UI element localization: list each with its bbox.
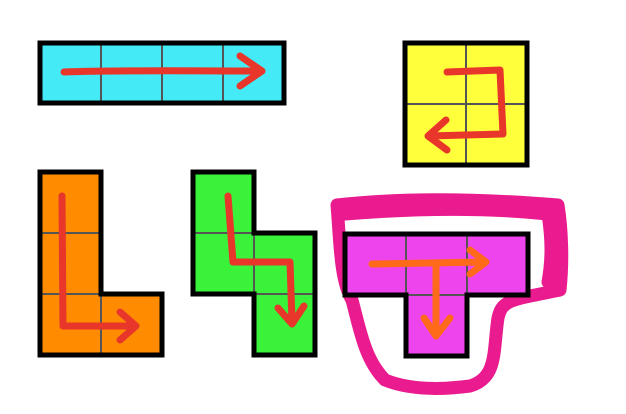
down-right-down-arrow <box>224 192 308 328</box>
highlight-scribble-inner <box>338 203 558 289</box>
l-cell-1 <box>39 171 102 234</box>
i-tetromino-outline <box>37 40 287 106</box>
t-tetromino <box>342 231 531 359</box>
i-tetromino <box>37 40 287 106</box>
branch-arrow <box>368 246 490 340</box>
hook-arrow <box>424 66 507 154</box>
down-right-arrow <box>58 192 140 344</box>
s-tetromino <box>190 169 318 358</box>
o-tetromino-outline <box>402 40 530 168</box>
s-tetromino-outline <box>190 169 318 358</box>
l-tetromino <box>37 169 165 358</box>
right-arrow <box>60 52 266 90</box>
o-tetromino-cells <box>404 42 528 166</box>
l-cell-2 <box>39 232 102 295</box>
highlight-scribble <box>330 193 569 395</box>
t-tetromino-outline <box>342 231 531 359</box>
o-tetromino <box>402 40 530 168</box>
s-cell-1 <box>192 171 255 234</box>
l-tetromino-outline <box>37 169 165 358</box>
